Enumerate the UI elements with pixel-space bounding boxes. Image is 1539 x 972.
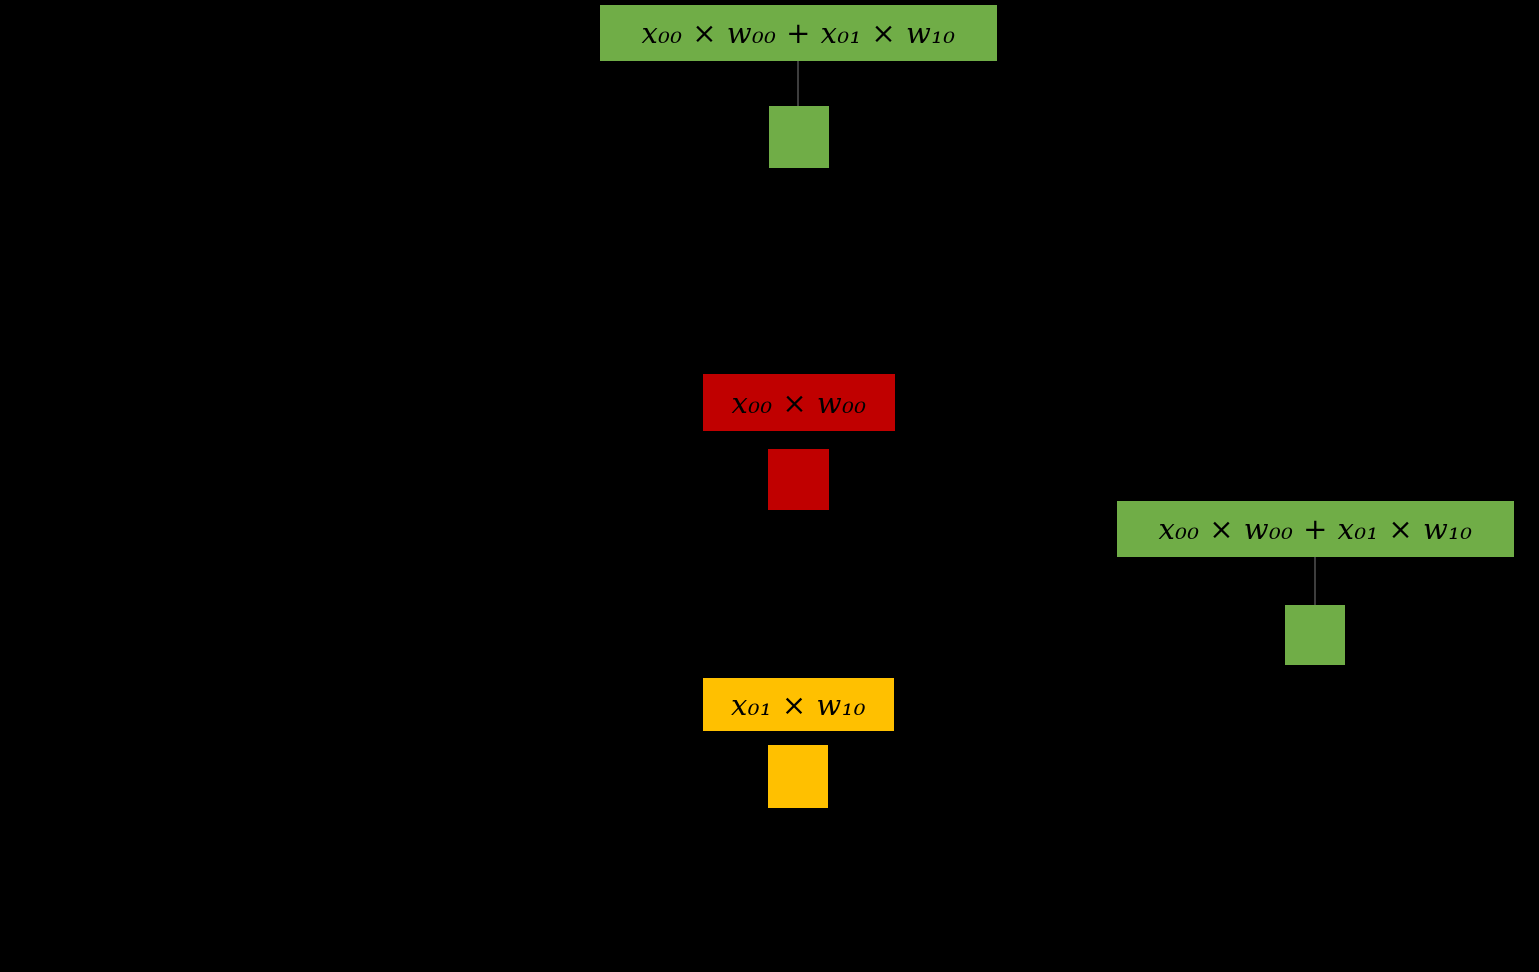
top-sum-result-cell <box>769 106 829 168</box>
right-sum-connector-line <box>1314 557 1316 605</box>
red-partial-product-cell <box>768 449 829 510</box>
top-sum-connector-line <box>797 61 799 106</box>
orange-partial-product-cell <box>768 745 828 808</box>
red-partial-product-label: x₀₀ × w₀₀ <box>703 374 895 431</box>
orange-partial-product-label: x₀₁ × w₁₀ <box>703 678 894 731</box>
right-sum-label: x₀₀ × w₀₀ + x₀₁ × w₁₀ <box>1117 501 1514 557</box>
right-sum-result-cell <box>1285 605 1345 665</box>
top-sum-label: x₀₀ × w₀₀ + x₀₁ × w₁₀ <box>600 5 997 61</box>
